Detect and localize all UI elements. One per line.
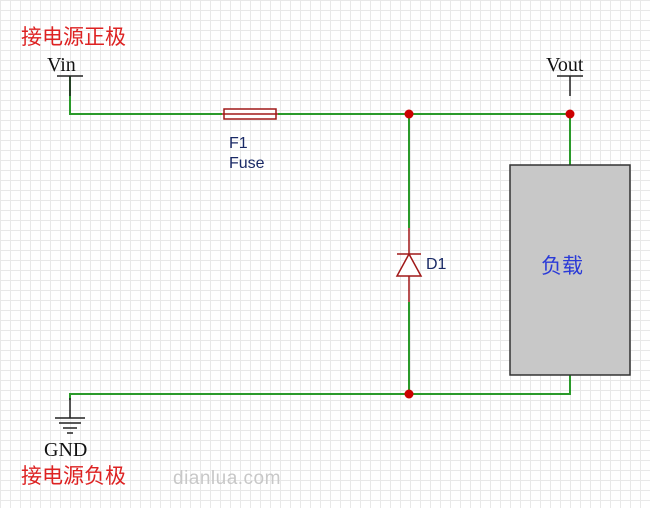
junction-dot-bottom [404,389,414,399]
fuse-value-label: Fuse [229,155,265,172]
diode-ref-label: D1 [426,256,447,273]
diode-symbol [395,228,423,302]
fuse-symbol [222,108,278,120]
load-box [509,164,631,376]
fuse-ref-label: F1 [229,135,248,152]
junction-dot-vout [565,109,575,119]
junction-dot-top [404,109,414,119]
gnd-title-label: 接电源负极 [21,464,126,488]
load-label: 负载 [541,254,583,278]
vin-title-label: 接电源正极 [21,25,126,49]
vin-port-label: Vin [47,54,76,76]
ground-symbol [55,398,85,434]
wire-vin-to-fuse [69,76,222,115]
wire-load-to-ground [69,375,571,400]
gnd-port-label: GND [44,439,88,461]
watermark: dianlua.com [173,468,281,489]
vout-port-label: Vout [546,54,584,76]
